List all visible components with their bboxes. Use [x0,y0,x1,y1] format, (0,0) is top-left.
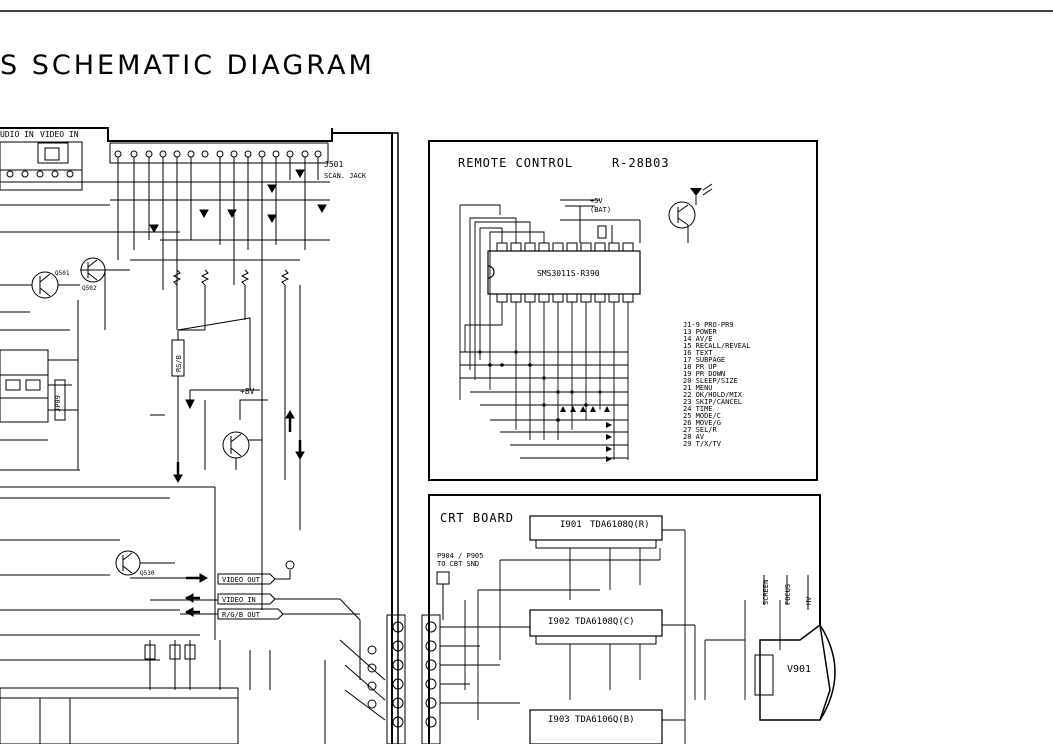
key-list-item: 15 RECALL/REVEAL [683,342,750,350]
key-list-item: 20 SLEEP/SIZE [683,377,738,385]
key-list-item: 26 MOVE/G [683,419,721,427]
ic-i901-ref: I901 [560,520,582,530]
ic-i903-ref: I903 [548,715,570,725]
crt-connector-sub: TO CBT SND [437,560,479,568]
key-list-item: 27 SEL/R [683,426,718,434]
remote-control-section [428,140,818,481]
key-list-item: 23 SKIP/CANCEL [683,398,742,406]
key-list-item: 16 TEXT [683,349,713,357]
ic-i902-part: TDA6108Q(C) [575,617,635,627]
jp09-label: JP09 [54,395,62,412]
remote-supply: +5V [590,197,603,205]
remote-diodes [560,406,612,462]
transistor-q505 [222,431,250,459]
rgb-out-signal-label: R/G/B OUT [222,611,261,619]
crt-connector-label: P904 / P905 [437,552,483,560]
hv-label: HV [805,596,813,605]
q530-label: Q530 [140,570,155,577]
key-list-item: 24 TIME [683,405,713,413]
crt-title: CRT BOARD [440,511,514,525]
j501-label: J501 [324,160,343,169]
key-list-item: 25 MODE/C [683,412,721,420]
scart-jack-label: SCAN. JACK [324,172,367,180]
main-chassis-section [0,127,406,744]
video-out-signal-label: VIDEO OUT [222,576,261,584]
video-in-signal-label: VIDEO IN [222,596,256,604]
transistor-q530 [115,550,141,576]
text-labels: UDIO IN VIDEO IN J501 SCAN. JACK VIDEO O… [0,130,813,725]
key-list-item: 13 POWER [683,328,718,336]
crt-board-section [421,494,836,744]
key-list-item: J1-9 PRO-PR9 [683,321,734,329]
key-list-item: 14 AV/E [683,335,713,343]
main-connector-pins [367,614,406,744]
crt-tube-label: V901 [787,664,811,675]
remote-junctions [478,350,602,422]
key-list-item: 29 T/X/TV [683,440,722,448]
diode-row [149,169,327,234]
ic-i903-part: TDA6106Q(B) [575,715,635,725]
key-list-item: 18 PR UP [683,363,717,371]
remote-key-list: J1-9 PRO-PR9 13 POWER 14 AV/E 15 RECALL/… [683,321,750,448]
video-in-label: VIDEO IN [40,130,79,139]
ic-i902-ref: I902 [548,617,570,627]
remote-model: R-28B03 [612,156,670,170]
left-ic [0,349,49,423]
key-list-item: 21 MENU [683,384,713,392]
q502-label: Q502 [82,285,97,292]
screen-label: SCREEN [762,580,770,605]
page-title: S SCHEMATIC DIAGRAM [0,50,375,81]
remote-title: REMOTE CONTROL [458,156,573,170]
q501-label: Q501 [55,270,70,277]
key-list-item: 19 PR DOWN [683,370,725,378]
remote-key-matrix [459,204,629,460]
scart-pins [114,150,322,158]
key-list-item: 22 OK/HOLD/MIX [683,391,743,399]
audio-in-label: UDIO IN [0,130,34,139]
rsb-label: RS/B [175,355,183,372]
key-list-item: 28 AV [683,433,705,441]
ic-i901-part: TDA6108Q(R) [590,520,650,530]
key-list-item: 17 SUBPAGE [683,356,725,364]
remote-ic-label: SMS3011S-R390 [537,269,600,278]
remote-supply-sub: (BAT) [590,206,611,214]
plus8v-label: +8V [240,387,255,396]
focus-label: FOCUS [784,584,792,605]
remote-ic-top-pins [496,242,634,252]
remote-ic-bottom-pins [496,293,634,303]
